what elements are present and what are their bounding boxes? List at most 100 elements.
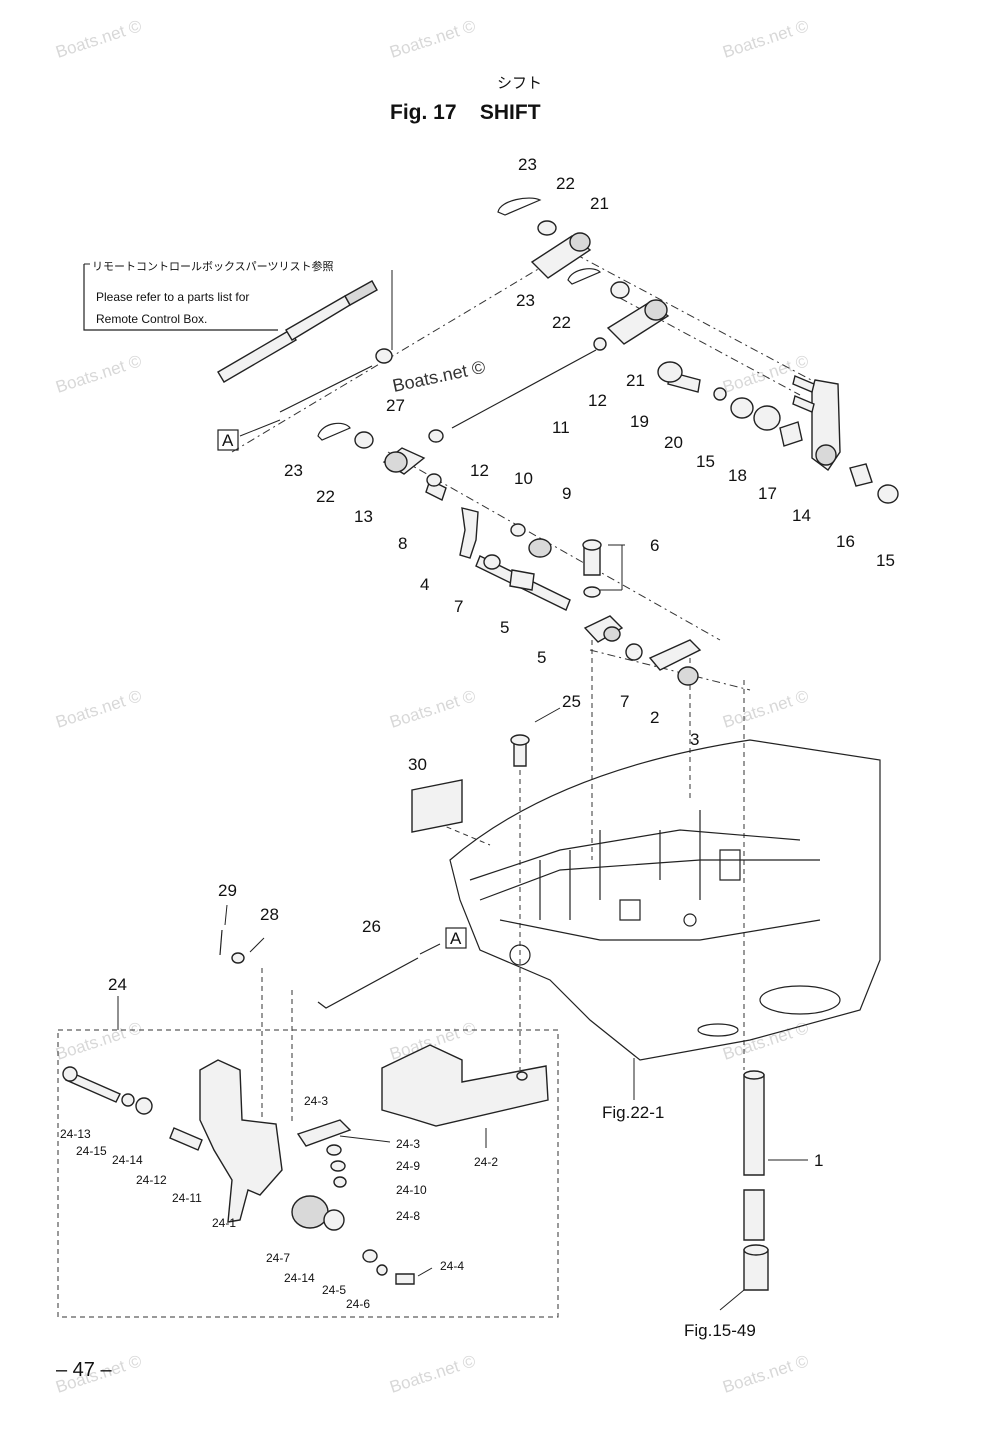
reference-fig22: Fig.22-1 <box>602 1103 664 1122</box>
callout: 29 <box>218 881 237 900</box>
watermark: Boats.net © <box>720 1351 811 1397</box>
bottom-cowling <box>449 739 881 1061</box>
watermark: Boats.net © <box>53 1018 144 1064</box>
remote-control-note: リモートコントロールボックスパーツリスト参照 Please refer to a… <box>83 259 393 350</box>
callout: 21 <box>590 194 609 213</box>
washer-24-14-b <box>323 1209 345 1231</box>
arm-4 <box>459 507 479 559</box>
upper-linkage <box>317 197 899 504</box>
nut-27 <box>375 348 393 364</box>
link-24-3 <box>296 1119 352 1147</box>
callout: 19 <box>630 412 649 431</box>
nut-12-upper <box>593 337 607 351</box>
callout: 22 <box>552 313 571 332</box>
screw-24-4 <box>395 1273 415 1285</box>
sub-callout: 24-3 <box>396 1137 420 1151</box>
rod-26-group <box>219 904 441 1009</box>
watermark: Boats.net © <box>53 16 144 62</box>
arm-24-1 <box>199 1059 283 1223</box>
figure-title: Fig. 17 SHIFT <box>390 101 541 124</box>
washer-20 <box>713 387 727 401</box>
shift-rod-1 <box>743 1070 808 1291</box>
callout: 9 <box>562 484 571 503</box>
middle-linkage <box>459 507 702 767</box>
sub-callout: 24-5 <box>322 1283 346 1297</box>
washer-7-lower <box>625 643 643 661</box>
bolt-16 <box>849 463 873 487</box>
washer-24-5 <box>362 1249 378 1263</box>
callout: 6 <box>650 536 659 555</box>
sub-callouts: 24-1 24-2 24-3 24-3 24-4 24-5 24-6 24-7 … <box>60 1094 498 1311</box>
washer-22-middle <box>610 281 630 299</box>
watermarks: Boats.net © Boats.net © Boats.net © Boat… <box>53 16 811 1397</box>
callout: 11 <box>552 418 570 437</box>
washer-15 <box>730 397 754 419</box>
bracket-24-2 <box>381 1044 549 1127</box>
nut-3 <box>677 666 699 686</box>
callout: 5 <box>537 648 546 667</box>
sub-callout: 24-4 <box>440 1259 464 1273</box>
watermark: Boats.net © <box>387 1351 478 1397</box>
marker-a-top: A <box>217 419 281 451</box>
callout: 18 <box>728 466 747 485</box>
callout: 15 <box>696 452 715 471</box>
washer-24-10 <box>330 1160 346 1172</box>
sub-callout: 24-14 <box>284 1271 315 1285</box>
callout: 8 <box>398 534 407 553</box>
callout: 24 <box>108 975 127 994</box>
callout: 25 <box>562 692 581 711</box>
callout: 4 <box>420 575 429 594</box>
label-30 <box>411 779 463 833</box>
callout: 7 <box>620 692 629 711</box>
shift-rod-11 <box>451 349 597 429</box>
reference-fig15: Fig.15-49 <box>684 1321 756 1340</box>
note-japanese: リモートコントロールボックスパーツリスト参照 <box>92 259 333 273</box>
nut-9 <box>528 538 552 558</box>
sub-callout: 24-2 <box>474 1155 498 1169</box>
watermark: Boats.net © <box>720 351 811 397</box>
callout: 5 <box>500 618 509 637</box>
washer-24-14-a <box>135 1097 153 1115</box>
marker-a-bottom: A <box>445 927 467 949</box>
page-number: – 47 – <box>56 1359 112 1381</box>
lever-5-lower <box>583 615 624 643</box>
washer-15-lower <box>877 484 899 504</box>
watermark: Boats.net © <box>720 1018 811 1064</box>
washer-22-top <box>537 220 557 236</box>
callout: 10 <box>514 469 533 488</box>
callout: 21 <box>626 371 645 390</box>
washer-18 <box>753 405 781 431</box>
remote-control-cable <box>217 280 378 413</box>
washer-10 <box>510 523 526 537</box>
note-line-2: Remote Control Box. <box>96 312 207 326</box>
sub-callout: 24-3 <box>304 1094 328 1108</box>
watermark: Boats.net © <box>53 351 144 397</box>
washer-24-15 <box>121 1093 135 1107</box>
assembly-24 <box>57 996 559 1318</box>
sub-callout: 24-14 <box>112 1153 143 1167</box>
callout: 14 <box>792 506 811 525</box>
title-japanese: シフト <box>497 74 542 92</box>
washer-24-9 <box>326 1144 342 1156</box>
sub-callout: 24-8 <box>396 1209 420 1223</box>
sub-callout: 24-6 <box>346 1297 370 1311</box>
callout: 28 <box>260 905 279 924</box>
rod-26 <box>317 957 419 1009</box>
link-2 <box>648 639 702 671</box>
callout: 27 <box>386 396 405 415</box>
callouts: 1 2 3 4 5 5 6 7 7 8 9 10 11 12 12 13 14 … <box>108 155 895 1170</box>
callout: 3 <box>690 730 699 749</box>
clip-23-top <box>497 197 542 216</box>
sub-callout: 24-9 <box>396 1159 420 1173</box>
washer-24-6 <box>376 1264 388 1276</box>
callout: 17 <box>758 484 777 503</box>
callout: 15 <box>876 551 895 570</box>
callout: 13 <box>354 507 373 526</box>
washer-22-left <box>354 431 374 449</box>
callout: 20 <box>664 433 683 452</box>
callout: 7 <box>454 597 463 616</box>
callout: 30 <box>408 755 427 774</box>
clip-23-middle <box>567 268 601 285</box>
callout: 22 <box>556 174 575 193</box>
